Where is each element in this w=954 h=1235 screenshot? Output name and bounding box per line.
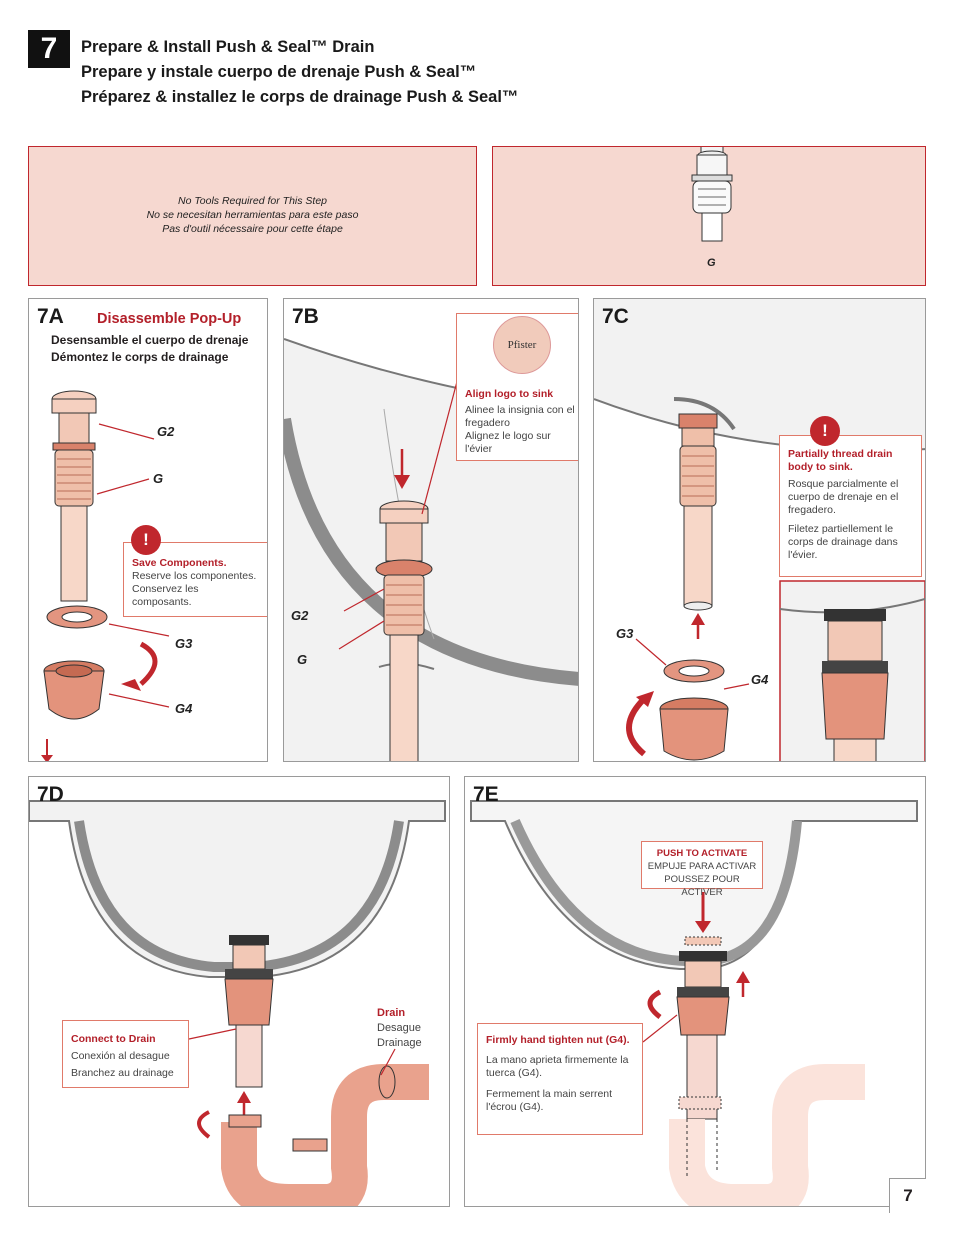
panel-7a-label: 7A bbox=[37, 305, 64, 328]
part-g4-label: G4 bbox=[175, 701, 193, 716]
partially-thread-title: Partially thread drain body to sink. bbox=[788, 448, 893, 473]
panel-7c-label: 7C bbox=[602, 305, 629, 328]
part-g2-label-7b: G2 bbox=[291, 608, 309, 623]
title-english: Prepare & Install Push & Seal™ Drain bbox=[81, 38, 375, 56]
partially-thread-callout: Partially thread drain body to sink. Ros… bbox=[779, 435, 922, 577]
disassembled-drain-illustration bbox=[41, 390, 170, 761]
part-g-label-7b: G bbox=[297, 652, 308, 667]
part-g-label-7a: G bbox=[153, 471, 164, 486]
drain-es: Desague bbox=[377, 1022, 422, 1034]
partially-thread-fr: Filetez partiellement le corps de draina… bbox=[788, 523, 898, 561]
panel-7a-sub-es: Desensamble el cuerpo de drenaje bbox=[51, 333, 249, 347]
save-components-title: Save Components. bbox=[132, 557, 227, 569]
panel-7e: 7E PUSH TO ACTIVATE EMPUJE PARA ACTIVAR … bbox=[464, 776, 926, 1207]
part-g4-label-7c: G4 bbox=[751, 672, 769, 687]
partially-thread-es: Rosque parcialmente el cuerpo de drenaje… bbox=[788, 478, 899, 516]
part-g3-label: G3 bbox=[175, 636, 193, 651]
warning-icon-7c: ! bbox=[810, 416, 840, 446]
save-components-es: Reserve los componentes. bbox=[132, 570, 257, 582]
save-components-fr: Conservez les composants. bbox=[132, 583, 199, 608]
tools-note-fr: Pas d'outil nécessaire pour cette étape bbox=[162, 223, 343, 235]
align-logo-title: Align logo to sink bbox=[465, 388, 554, 400]
hand-tighten-title: Firmly hand tighten nut (G4). bbox=[486, 1034, 630, 1046]
drain-label: Drain Desague Drainage bbox=[377, 1006, 422, 1051]
panel-7a-heading: Disassemble Pop-Up bbox=[97, 311, 242, 327]
connect-drain-callout: Connect to Drain Conexión al desague Bra… bbox=[62, 1020, 189, 1088]
align-logo-fr: Alignez le logo sur l'évier bbox=[465, 430, 551, 455]
title-spanish: Prepare y instale cuerpo de drenaje Push… bbox=[81, 63, 477, 81]
drain-fr: Drainage bbox=[377, 1037, 422, 1049]
panel-7a-sub-fr: Démontez le corps de drainage bbox=[51, 350, 229, 364]
connect-drain-es: Conexión al desague bbox=[71, 1050, 170, 1062]
page-number: 7 bbox=[889, 1178, 926, 1213]
part-g-label: G bbox=[707, 257, 716, 269]
tools-box: No Tools Required for This Step No se ne… bbox=[28, 146, 477, 286]
panel-7d: 7D Connect to Drain Conexión al desague … bbox=[28, 776, 450, 1207]
panel-7b-label: 7B bbox=[292, 305, 319, 328]
push-activate-title: PUSH TO ACTIVATE bbox=[656, 848, 748, 859]
hand-tighten-es: La mano aprieta firmemente la tuerca (G4… bbox=[486, 1054, 629, 1079]
push-activate-fr: POUSSEZ POUR ACTIVER bbox=[664, 874, 740, 898]
align-logo-callout: Align logo to sink Alinee la insignia co… bbox=[456, 313, 578, 461]
connect-drain-fr: Branchez au drainage bbox=[71, 1067, 174, 1079]
push-activate-es: EMPUJE PARA ACTIVAR bbox=[647, 861, 757, 872]
panel-7b: 7B G2 G Align logo to sink Alinee la ins… bbox=[283, 298, 579, 762]
warning-icon: ! bbox=[131, 525, 161, 555]
hand-tighten-fr: Fermement la main serrent l'écrou (G4). bbox=[486, 1088, 613, 1113]
connect-drain-illustration bbox=[29, 800, 446, 1206]
tools-note-es: No se necesitan herramientas para este p… bbox=[146, 209, 359, 221]
panel-7c: 7C G3 G4 Partially thread drain body to … bbox=[593, 298, 926, 762]
hand-tighten-callout: Firmly hand tighten nut (G4). La mano ap… bbox=[477, 1023, 643, 1135]
step-number-badge: 7 bbox=[28, 30, 70, 68]
pfister-logo: Pfister bbox=[493, 316, 551, 374]
drain-part-g-illustration bbox=[691, 147, 733, 242]
threading-drain-illustration bbox=[594, 299, 925, 761]
tools-note-en: No Tools Required for This Step bbox=[177, 195, 328, 207]
panel-7a: 7A Disassemble Pop-Up Desensamble el cue… bbox=[28, 298, 268, 762]
drain-title: Drain bbox=[377, 1007, 406, 1019]
panel-7d-label: 7D bbox=[37, 783, 64, 806]
panel-7e-label: 7E bbox=[473, 783, 499, 806]
align-logo-es: Alinee la insignia con el fregadero bbox=[465, 404, 575, 429]
push-activate-callout: PUSH TO ACTIVATE EMPUJE PARA ACTIVAR POU… bbox=[641, 841, 763, 898]
title-french: Préparez & installez le corps de drainag… bbox=[81, 88, 519, 106]
part-g2-label: G2 bbox=[157, 424, 175, 439]
part-g3-label-7c: G3 bbox=[616, 626, 634, 641]
parts-box: G bbox=[492, 146, 926, 286]
connect-drain-title: Connect to Drain bbox=[71, 1033, 156, 1045]
